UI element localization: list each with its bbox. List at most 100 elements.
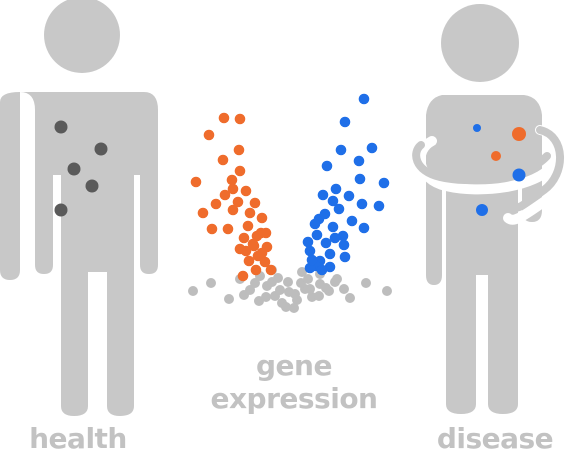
- up-regulated-gene-point: [327, 221, 339, 233]
- down-regulated-gene-point: [233, 144, 245, 156]
- neutral-gene-point: [321, 283, 331, 293]
- up-regulated-gene-point: [343, 190, 355, 202]
- healthy-cells: [54, 120, 108, 217]
- neutral-gene-point: [303, 274, 313, 284]
- neutral-gene-point: [283, 277, 293, 287]
- down-regulated-gene-point: [238, 232, 250, 244]
- healthy-cell-dot: [67, 162, 81, 176]
- neutral-gene-point: [206, 278, 216, 288]
- down-regulated-gene-point: [249, 197, 261, 209]
- up-regulated-gene-point: [306, 254, 318, 266]
- up-regulated-gene-point: [356, 198, 368, 210]
- person-standing-icon: [0, 0, 158, 416]
- neutral-gene-point: [281, 302, 291, 312]
- neutral-gene-point: [275, 285, 285, 295]
- disease-cell-up-dot: [512, 168, 526, 182]
- down-regulated-gene-point: [234, 165, 246, 177]
- down-regulated-gene-point: [265, 264, 277, 276]
- up-regulated-gene-point: [339, 251, 351, 263]
- disease-cell-down-dot: [512, 127, 526, 141]
- neutral-gene-point: [345, 293, 355, 303]
- neutral-gene-point: [382, 286, 392, 296]
- up-regulated-gene-point: [319, 208, 331, 220]
- health-label: health: [29, 422, 127, 450]
- healthy-cell-dot: [54, 120, 68, 134]
- up-regulated-gene-point: [358, 93, 370, 105]
- up-regulated-gene-point: [324, 248, 336, 260]
- up-regulated-gene-point: [358, 222, 370, 234]
- disease-label: disease: [437, 422, 553, 450]
- healthy-cell-dot: [54, 203, 68, 217]
- neutral-gene-point: [314, 291, 324, 301]
- down-regulated-gene-point: [259, 256, 271, 268]
- down-regulated-gene-point: [243, 255, 255, 267]
- neutral-gene-point: [250, 278, 260, 288]
- down-regulated-gene-point: [244, 207, 256, 219]
- up-regulated-gene-point: [335, 144, 347, 156]
- up-regulated-gene-point: [330, 183, 342, 195]
- down-regulated-gene-point: [197, 207, 209, 219]
- neutral-gene-point: [261, 292, 271, 302]
- neutral-gene-point: [339, 284, 349, 294]
- down-regulated-gene-point: [222, 223, 234, 235]
- up-regulated-gene-point: [378, 177, 390, 189]
- disease-cell-up-dot: [476, 204, 488, 216]
- down-regulated-gene-point: [248, 240, 260, 252]
- neutral-gene-point: [239, 290, 249, 300]
- up-regulated-gene-point: [329, 232, 341, 244]
- disease-cells: [473, 124, 526, 216]
- down-regulated-gene-point: [206, 223, 218, 235]
- gene-label: gene: [256, 349, 332, 382]
- up-regulated-gene-point: [333, 203, 345, 215]
- up-regulated-gene-point: [353, 155, 365, 167]
- disease-cell-down-dot: [491, 151, 501, 161]
- up-regulated-gene-point: [327, 195, 339, 207]
- down-regulated-gene-point: [250, 264, 262, 276]
- neutral-gene-point: [188, 286, 198, 296]
- up-regulated-gene-point: [366, 142, 378, 154]
- up-regulated-gene-point: [338, 239, 350, 251]
- healthy-cell-dot: [94, 142, 108, 156]
- up-regulated-gene-point: [346, 215, 358, 227]
- down-regulated-gene-point: [217, 154, 229, 166]
- neutral-gene-point: [305, 284, 315, 294]
- up-regulated-gene-point: [316, 264, 328, 276]
- down-regulated-gene-point: [227, 183, 239, 195]
- down-regulated-gene-point: [227, 204, 239, 216]
- down-regulated-gene-point: [234, 113, 246, 125]
- up-regulated-gene-point: [324, 261, 336, 273]
- neutral-gene-point: [273, 273, 283, 283]
- up-regulated-gene-point: [309, 218, 321, 230]
- up-regulated-gene-point: [321, 160, 333, 172]
- down-regulated-gene-point: [251, 230, 263, 242]
- up-regulated-gene-point: [311, 229, 323, 241]
- down-regulated-gene-point: [237, 270, 249, 282]
- up-regulated-gene-point: [373, 200, 385, 212]
- down-regulated-gene-point: [240, 245, 252, 257]
- down-regulated-gene-point: [190, 176, 202, 188]
- down-regulated-gene-point: [242, 220, 254, 232]
- up-regulated-gene-point: [304, 245, 316, 257]
- neutral-gene-point: [330, 277, 340, 287]
- up-regulated-gene-point: [317, 189, 329, 201]
- person-holding-stomach-icon: [412, 4, 573, 414]
- down-regulated-gene-point: [256, 247, 268, 259]
- down-regulated-gene-point: [226, 174, 238, 186]
- down-regulated-gene-point: [240, 185, 252, 197]
- expression-label: expression: [211, 382, 378, 415]
- up-regulated-gene-point: [320, 237, 332, 249]
- neutral-gene-point: [224, 294, 234, 304]
- down-regulated-gene-point: [260, 227, 272, 239]
- down-regulated-gene-point: [203, 129, 215, 141]
- neutral-gene-point: [290, 289, 300, 299]
- up-regulated-gene-point: [337, 230, 349, 242]
- down-regulated-gene-point: [219, 189, 231, 201]
- up-regulated-gene-point: [304, 262, 316, 274]
- disease-cell-up-dot: [473, 124, 481, 132]
- down-regulated-gene-point: [256, 212, 268, 224]
- up-regulated-gene-point: [339, 116, 351, 128]
- down-regulated-gene-point: [232, 196, 244, 208]
- up-regulated-gene-point: [302, 236, 314, 248]
- healthy-cell-dot: [85, 179, 99, 193]
